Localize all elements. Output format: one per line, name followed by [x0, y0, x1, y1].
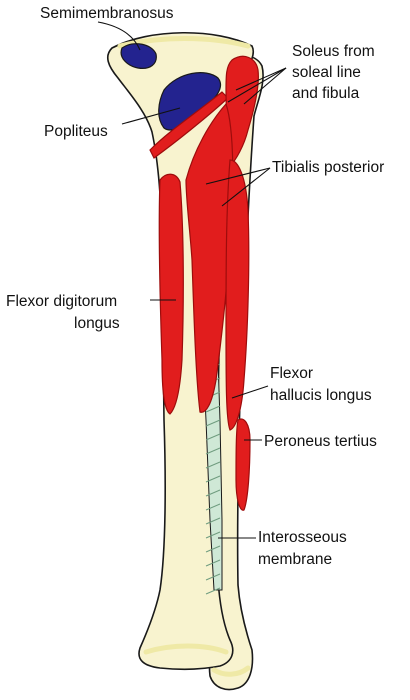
membrane-hatch-line [205, 573, 221, 581]
label-popliteus: Popliteus [44, 123, 108, 140]
membrane-hatch-line [205, 475, 221, 483]
label-fhl-line2: hallucis longus [270, 387, 372, 404]
label-soleus-line3: and fibula [292, 85, 360, 102]
membrane-hatch-line [205, 587, 221, 595]
label-soleus-line1: Soleus from [292, 43, 375, 60]
tibial-plateau-rim [117, 36, 251, 49]
label-soleus-line2: soleal line [292, 64, 361, 81]
membrane-hatch-line [205, 461, 221, 469]
flexor-hallucis-longus-origin [225, 159, 250, 431]
membrane-hatch-line [205, 447, 221, 455]
tibial-distal-rim [143, 643, 229, 655]
leader-soleus-b [243, 67, 287, 105]
membrane-hatch-line [205, 433, 221, 441]
membrane-hatch-line [205, 405, 221, 413]
leader-popliteus [121, 107, 181, 125]
leader-fhl [231, 385, 269, 399]
membrane-hatch-line [205, 419, 221, 427]
label-tibialis-posterior: Tibialis posterior [272, 159, 384, 176]
leader-semimembranosus [97, 21, 141, 51]
leader-tibialis-b [221, 167, 271, 207]
fibular-distal-rim [211, 665, 251, 677]
flexor-digitorum-longus-origin [158, 173, 184, 415]
leader-soleus-a [235, 67, 287, 91]
leader-lines [97, 21, 287, 539]
label-fdl-line2: longus [74, 315, 120, 332]
leader-tibialis-a [205, 167, 271, 185]
label-fdl-line1: Flexor digitorum [6, 293, 117, 310]
peroneus-tertius-origin [235, 418, 251, 511]
membrane-hatch-line [205, 489, 221, 497]
membrane-hatch-line [205, 517, 221, 525]
semimembranosus-attachment [120, 43, 157, 69]
label-interosseous-line2: membrane [258, 551, 332, 568]
label-interosseous-line1: Interosseous [258, 529, 347, 546]
label-fhl-line1: Flexor [270, 365, 313, 382]
label-semimembranosus: Semimembranosus [40, 5, 174, 22]
tibialis-posterior-origin [185, 102, 234, 413]
leader-soleus-c [227, 67, 287, 103]
membrane-hatch-line [205, 545, 221, 553]
membrane-hatch-line [205, 531, 221, 539]
membrane-hatch-line [205, 503, 221, 511]
label-peroneus-tertius: Peroneus tertius [264, 433, 377, 450]
membrane-hatch-line [205, 559, 221, 567]
